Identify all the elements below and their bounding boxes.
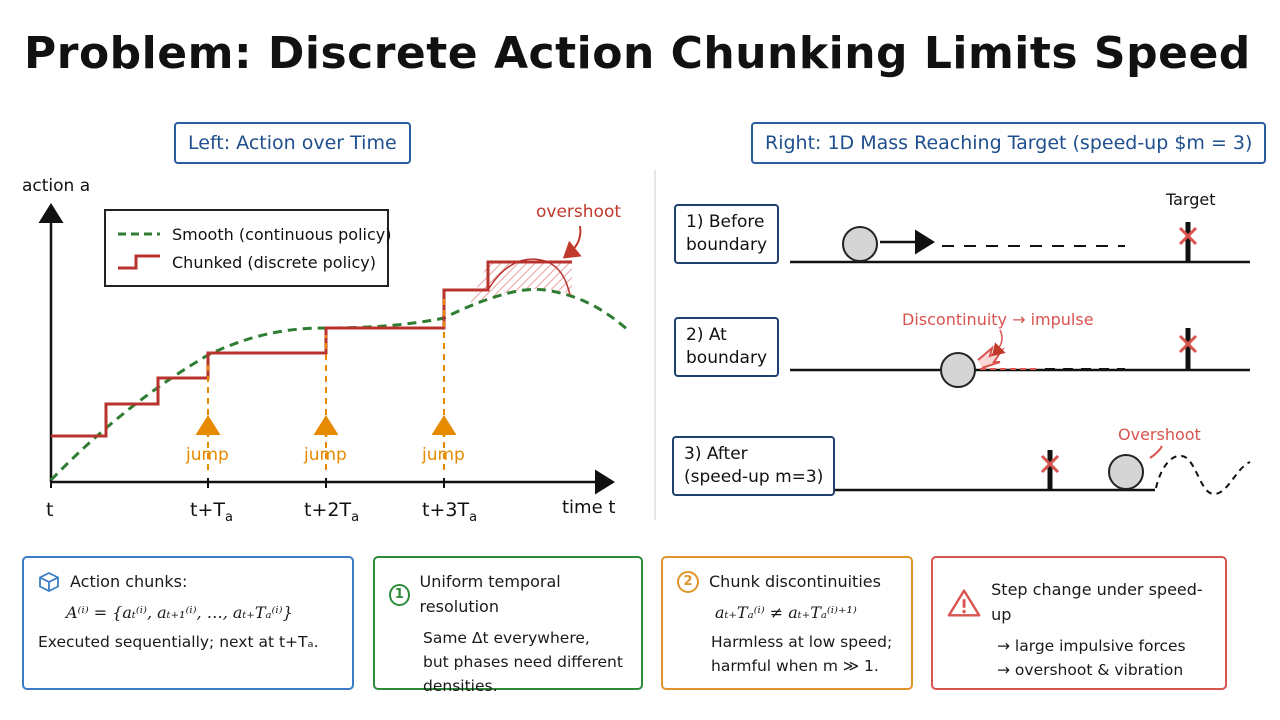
legend-smooth-label: Smooth (continuous policy): [172, 225, 391, 244]
badge-1-icon: 1: [389, 583, 410, 606]
card2-head: Uniform temporal resolution: [419, 572, 561, 616]
cube-icon: [39, 572, 59, 593]
target-label: Target: [1165, 190, 1216, 209]
overshoot-hatch: [470, 262, 572, 304]
target-x-icon-3: [1040, 454, 1060, 474]
card4-head: Step change under speed-up: [991, 580, 1203, 624]
card1-formula: A⁽ⁱ⁾ = {aₜ⁽ⁱ⁾, aₜ₊₁⁽ⁱ⁾, …, aₜ₊Tₐ⁽ⁱ⁾}: [66, 602, 293, 622]
card2-line3: densities.: [423, 676, 498, 695]
card-step-change: Step change under speed-up → large impul…: [931, 556, 1227, 690]
step-1-label: 1) Before boundary: [674, 204, 779, 264]
card2-line2: but phases need different: [423, 652, 623, 671]
overshoot-label-right: Overshoot: [1118, 425, 1201, 444]
step-3-label: 3) After (speed-up m=3): [672, 436, 836, 496]
tick-label-t: t: [46, 499, 53, 521]
mass-2: [940, 352, 976, 388]
jump-label-1: jump: [185, 445, 229, 465]
overshoot-arrow: [562, 225, 582, 259]
card3-line1: Harmless at low speed;: [711, 632, 893, 651]
chunked-policy-staircase: [51, 260, 572, 438]
card3-formula: aₜ₊Tₐ⁽ⁱ⁾ ≠ aₜ₊Tₐ⁽ⁱ⁾⁺¹⁾: [715, 602, 857, 622]
tick-label-t-plus-2ta: t+2Ta: [304, 499, 359, 525]
right-panel-title: Right: 1D Mass Reaching Target (speed-up…: [751, 122, 1267, 164]
card3-head: Chunk discontinuities: [709, 572, 881, 591]
jump-label-3: jump: [421, 445, 465, 465]
legend-box: [104, 209, 389, 287]
overshoot-mark: [1149, 445, 1163, 459]
card1-line: Executed sequentially; next at t+Tₐ.: [38, 632, 319, 651]
overshoot-annotation: overshoot: [536, 202, 621, 222]
tick-label-t-plus-3ta: t+3Ta: [422, 499, 477, 525]
mass-3: [1108, 454, 1144, 490]
legend-chunked-swatch: [118, 254, 160, 270]
left-panel-title: Left: Action over Time: [174, 122, 411, 164]
card1-head: Action chunks:: [70, 572, 188, 591]
overshoot-arc: [487, 258, 571, 296]
jump-label-2: jump: [303, 445, 347, 465]
card-uniform-resolution: 1 Uniform temporal resolution Same Δt ev…: [373, 556, 643, 695]
badge-2-icon: 2: [677, 571, 699, 594]
tick-label-t-plus-ta: t+Ta: [190, 499, 233, 525]
card2-line1: Same Δt everywhere,: [423, 628, 590, 647]
impulse-burst-icon: [977, 345, 1005, 369]
target-x-icon-1: [1178, 226, 1198, 246]
legend-chunked-label: Chunked (discrete policy): [172, 253, 376, 272]
discontinuity-label: Discontinuity → impulse: [902, 310, 1094, 329]
vibration-path: [1155, 454, 1251, 496]
x-axis-label: time t: [562, 497, 615, 518]
warning-icon: [947, 589, 981, 617]
mass-1: [842, 226, 878, 262]
card3-line2: harmful when m ≫ 1.: [711, 656, 879, 675]
card-action-chunks: Action chunks: A⁽ⁱ⁾ = {aₜ⁽ⁱ⁾, aₜ₊₁⁽ⁱ⁾, ……: [22, 556, 354, 690]
card4-line1: → large impulsive forces: [997, 636, 1186, 655]
card-chunk-discontinuities: 2 Chunk discontinuities aₜ₊Tₐ⁽ⁱ⁾ ≠ aₜ₊Tₐ…: [661, 556, 913, 690]
step-2-label: 2) At boundary: [674, 317, 779, 377]
page-title: Problem: Discrete Action Chunking Limits…: [24, 28, 1251, 79]
y-axis-label: action a: [22, 176, 90, 196]
discontinuity-arrow: [991, 329, 1006, 357]
target-x-icon-2: [1178, 334, 1198, 354]
card4-line2: → overshoot & vibration: [997, 660, 1184, 679]
